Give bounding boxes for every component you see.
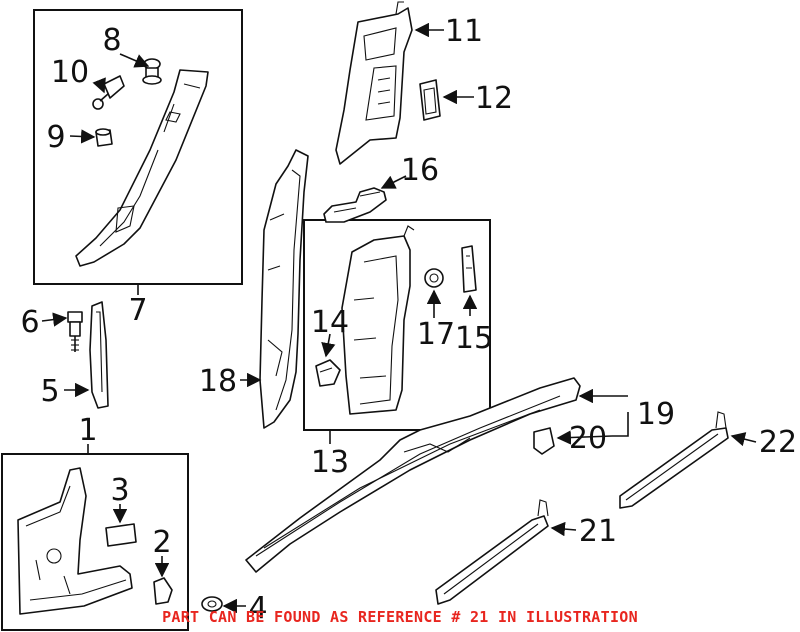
callout-8: 8 bbox=[102, 23, 121, 58]
arrow-8 bbox=[119, 53, 150, 68]
sill-plate-part-19 bbox=[245, 377, 581, 573]
arrow-20 bbox=[556, 430, 613, 445]
callout-10: 10 bbox=[51, 55, 89, 90]
callout-15: 15 bbox=[455, 321, 493, 356]
callout-19: 19 bbox=[637, 397, 675, 432]
pad-part-3 bbox=[105, 523, 137, 547]
kick-panel-part-1 bbox=[17, 467, 133, 615]
grommet-part-17 bbox=[424, 268, 444, 288]
clip-part-20 bbox=[533, 427, 555, 455]
callout-3: 3 bbox=[110, 473, 129, 508]
arrow-22 bbox=[730, 432, 757, 447]
reference-note: PART CAN BE FOUND AS REFERENCE # 21 IN I… bbox=[162, 608, 638, 626]
bracket-part-5 bbox=[89, 301, 109, 409]
scuff-plate-part-22 bbox=[619, 411, 729, 509]
callout-20: 20 bbox=[569, 421, 607, 456]
pin-part-10 bbox=[92, 75, 125, 110]
arrow-16 bbox=[380, 175, 407, 189]
b-pillar-upper-trim-part-11 bbox=[335, 1, 413, 165]
arrow-21 bbox=[550, 521, 577, 537]
callout-9: 9 bbox=[46, 120, 65, 155]
callout-5: 5 bbox=[40, 374, 59, 409]
callout-2: 2 bbox=[152, 525, 171, 560]
callout-labels: 8 10 9 7 11 12 16 14 17 15 18 13 6 5 1 3… bbox=[20, 14, 797, 626]
scuff-plate-part-21 bbox=[435, 499, 549, 605]
clip-part-2 bbox=[153, 577, 173, 605]
screw-part-6 bbox=[67, 311, 83, 352]
arrow-9 bbox=[69, 129, 96, 144]
callout-17: 17 bbox=[417, 317, 455, 352]
cap-part-9 bbox=[95, 128, 113, 147]
insert-part-15 bbox=[461, 245, 477, 293]
clip-part-8 bbox=[142, 58, 162, 85]
cover-part-12 bbox=[419, 79, 441, 121]
callout-22: 22 bbox=[759, 425, 797, 460]
callout-18: 18 bbox=[199, 364, 237, 399]
arrow-14 bbox=[321, 333, 336, 358]
arrow-10 bbox=[92, 77, 106, 94]
callout-21: 21 bbox=[579, 514, 617, 549]
group-box-1 bbox=[1, 453, 189, 631]
clip-part-14 bbox=[315, 359, 341, 387]
a-pillar-trim-part-7 bbox=[75, 69, 209, 267]
callout-11: 11 bbox=[445, 14, 483, 49]
callout-4: 4 bbox=[248, 591, 267, 626]
c-pillar-trim-part-13 bbox=[341, 225, 415, 415]
callout-16: 16 bbox=[401, 153, 439, 188]
callout-12: 12 bbox=[475, 81, 513, 116]
b-pillar-lower-trim-part-18 bbox=[259, 149, 309, 429]
callout-7: 7 bbox=[128, 293, 147, 328]
clip-part-4 bbox=[201, 596, 223, 612]
group-box-13 bbox=[303, 219, 491, 431]
bracket-19 bbox=[612, 412, 629, 437]
callout-14: 14 bbox=[311, 305, 349, 340]
callout-1: 1 bbox=[78, 413, 97, 448]
bracket-part-16 bbox=[323, 187, 387, 223]
arrow-6 bbox=[41, 312, 68, 327]
callout-6: 6 bbox=[20, 305, 39, 340]
callout-13: 13 bbox=[311, 445, 349, 480]
leader-lines bbox=[41, 22, 757, 614]
